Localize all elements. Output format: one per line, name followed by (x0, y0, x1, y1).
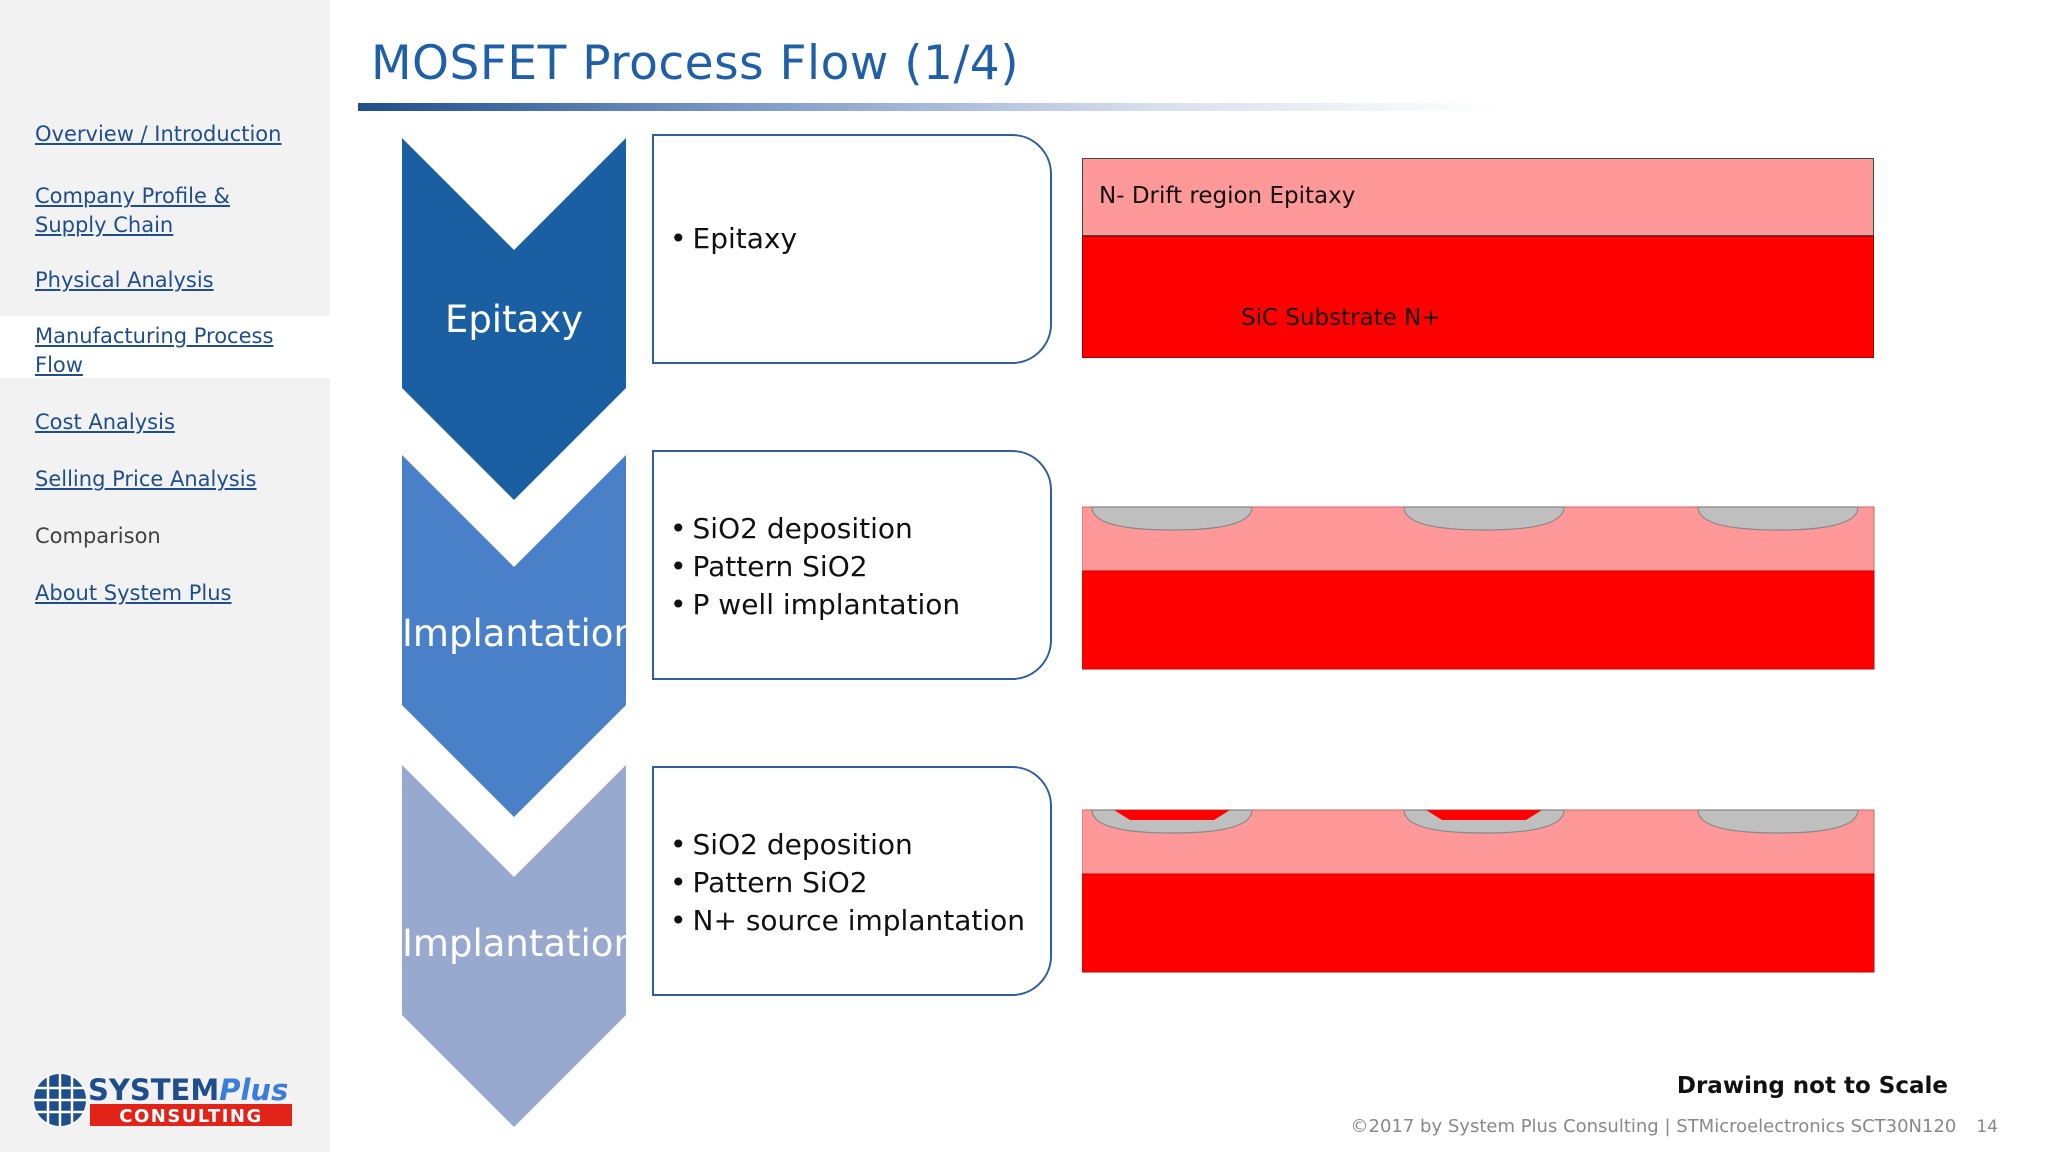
bullet-item: P well implantation (670, 586, 1050, 624)
bullet-item: Pattern SiO2 (670, 864, 1050, 902)
bullet-item: Epitaxy (670, 220, 1050, 258)
epitaxy-step-label: Epitaxy (444, 298, 584, 341)
nav-about-link[interactable]: About System Plus (35, 581, 232, 605)
nav-comparison-label: Comparison (35, 524, 161, 548)
svg-text:SYSTEMPlus: SYSTEMPlus (88, 1073, 288, 1107)
nav-manufacturing-process-flow-link[interactable]: Manufacturing Process Flow (35, 324, 274, 377)
n-source-cross-section (1082, 809, 1875, 973)
sic-substrate-layer: SiC Substrate N+ (1082, 236, 1874, 358)
epitaxy-step-box: Epitaxy (652, 134, 1052, 364)
nav-cost-analysis-link[interactable]: Cost Analysis (35, 410, 175, 434)
footer-copyright: ©2017 by System Plus Consulting | STMicr… (1350, 1116, 1957, 1137)
page-number: 14 (1976, 1117, 1998, 1137)
bullet-item: N+ source implantation (670, 902, 1050, 940)
implantation-step-label-2: Implantation (402, 922, 637, 965)
bullet-item: Pattern SiO2 (670, 548, 1050, 586)
drawing-scale-note: Drawing not to Scale (1676, 1073, 1948, 1099)
slide-title: MOSFET Process Flow (1/4) (371, 36, 1020, 91)
substrate-label: SiC Substrate N+ (1241, 305, 1441, 331)
footer: ©2017 by System Plus Consulting | STMicr… (1351, 1116, 1998, 1137)
p-well-cross-section (1082, 506, 1875, 670)
nav-physical-analysis-link[interactable]: Physical Analysis (35, 268, 214, 292)
implantation-chevron-2 (402, 765, 626, 1127)
implantation-step-label-1: Implantation (402, 612, 637, 655)
implantation-step-box-2: SiO2 deposition Pattern SiO2 N+ source i… (652, 766, 1052, 996)
svg-text:CONSULTING: CONSULTING (119, 1106, 262, 1127)
sidebar: Overview / Introduction Company Profile … (0, 0, 330, 1152)
nav-overview-link[interactable]: Overview / Introduction (35, 122, 282, 146)
epitaxy-chevron (402, 138, 626, 500)
implantation-chevron-1 (402, 455, 626, 817)
nav-company-profile-link[interactable]: Company Profile & Supply Chain (35, 184, 230, 237)
nav-selling-price-link[interactable]: Selling Price Analysis (35, 467, 257, 491)
implantation-step-box-1: SiO2 deposition Pattern SiO2 P well impl… (652, 450, 1052, 680)
title-underline (358, 103, 1498, 111)
bullet-item: SiO2 deposition (670, 510, 1050, 548)
bullet-item: SiO2 deposition (670, 826, 1050, 864)
drift-layer-label: N- Drift region Epitaxy (1099, 183, 1356, 209)
drift-epitaxy-layer: N- Drift region Epitaxy (1082, 158, 1874, 236)
active-nav-highlight (0, 316, 330, 378)
system-plus-logo: SYSTEMPlus CONSULTING (34, 1073, 292, 1127)
